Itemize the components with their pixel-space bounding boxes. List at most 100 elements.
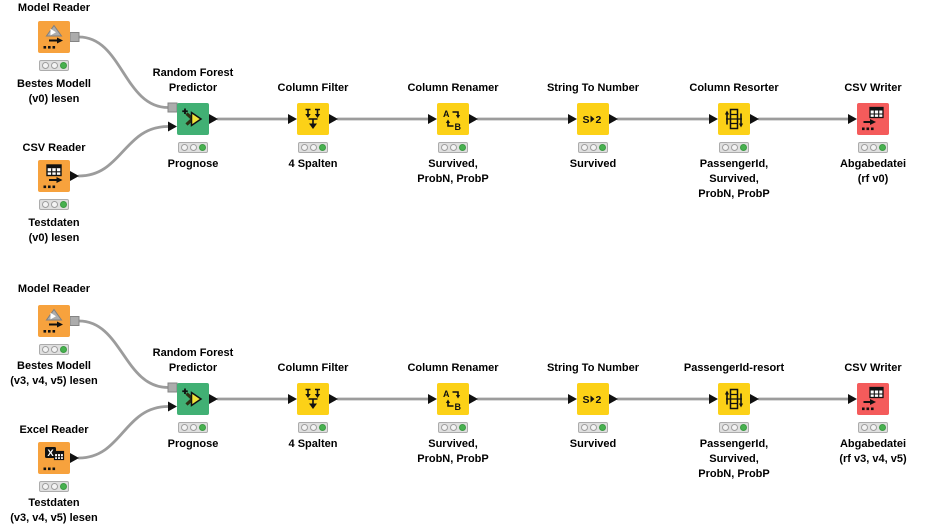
data-input-port[interactable]	[428, 394, 437, 404]
column-renamer-1-label[interactable]: Survived,ProbN, ProbP	[363, 157, 543, 187]
csv-reader-1-name[interactable]: CSV Reader	[0, 141, 144, 156]
node-label-line: Testdaten	[28, 217, 80, 229]
svg-text:2: 2	[596, 114, 602, 126]
status-off-light	[580, 424, 588, 431]
csv-reader-1[interactable]	[38, 160, 70, 192]
csv-reader-1-label[interactable]: Testdaten (v0) lesen	[0, 216, 144, 246]
data-input-port[interactable]	[709, 394, 718, 404]
column-resorter-2-label[interactable]: PassengerId,Survived,ProbN, ProbP	[644, 437, 824, 482]
data-connection[interactable]	[77, 405, 170, 460]
rf-predictor-2[interactable]	[177, 383, 209, 415]
column-resorter-1-label[interactable]: PassengerId,Survived,ProbN, ProbP	[644, 157, 824, 202]
column-filter-1-label[interactable]: 4 Spalten	[223, 157, 403, 172]
model-connection[interactable]	[77, 35, 170, 109]
data-input-port[interactable]	[288, 394, 297, 404]
string-to-number-2-label[interactable]: Survived	[503, 437, 683, 452]
model-reader-icon	[43, 24, 63, 49]
data-input-port[interactable]	[428, 114, 437, 124]
data-input-port[interactable]	[568, 394, 577, 404]
data-output-port[interactable]	[70, 453, 79, 463]
csv-writer-2-name[interactable]: CSV Writer	[783, 361, 926, 376]
data-input-port[interactable]	[848, 394, 857, 404]
column-renamer-2-name[interactable]: Column Renamer	[363, 361, 543, 376]
column-filter-2[interactable]	[297, 383, 329, 415]
data-output-port[interactable]	[209, 394, 218, 404]
string-to-number-2-name[interactable]: String To Number	[503, 361, 683, 376]
data-input-port[interactable]	[168, 121, 177, 132]
csv-writer-1-name[interactable]: CSV Writer	[783, 81, 926, 96]
model-input-port[interactable]	[167, 102, 178, 113]
node-name-line: Excel Reader	[19, 424, 89, 436]
excel-reader-2-name[interactable]: Excel Reader	[0, 423, 144, 438]
data-output-port[interactable]	[469, 394, 478, 404]
data-output-port[interactable]	[750, 394, 759, 404]
model-reader-2[interactable]	[38, 305, 70, 337]
data-output-port[interactable]	[329, 394, 338, 404]
status-off-light	[189, 424, 197, 431]
csv-writer-1[interactable]	[857, 103, 889, 135]
status-green-light	[59, 346, 67, 353]
data-input-port[interactable]	[288, 114, 297, 124]
column-renamer-1-name[interactable]: Column Renamer	[363, 81, 543, 96]
csv-writer-1-label[interactable]: Abgabedatei(rf v0)	[783, 157, 926, 187]
model-output-port[interactable]	[69, 32, 80, 42]
string-to-number-1-label[interactable]: Survived	[503, 157, 683, 172]
status-off-light	[41, 62, 49, 69]
model-connection[interactable]	[77, 319, 170, 389]
model-reader-1-label[interactable]: Bestes Modell(v0) lesen	[0, 77, 144, 107]
data-output-port[interactable]	[329, 114, 338, 124]
svg-text:B: B	[455, 402, 462, 412]
column-filter-1-name[interactable]: Column Filter	[223, 81, 403, 96]
column-filter-2-status-light	[298, 422, 328, 433]
column-resorter-2-name[interactable]: PassengerId-resort	[644, 361, 824, 376]
data-input-port[interactable]	[568, 114, 577, 124]
node-label-line: (v0) lesen	[28, 93, 80, 105]
rf-predictor-2-label[interactable]: Prognose	[103, 437, 283, 452]
column-renamer-2-status-light	[438, 422, 468, 433]
rf-predictor-1-label[interactable]: Prognose	[103, 157, 283, 172]
rf-predictor-2-status-light	[178, 422, 208, 433]
column-resorter-1-name[interactable]: Column Resorter	[644, 81, 824, 96]
column-filter-2-label[interactable]: 4 Spalten	[223, 437, 403, 452]
data-connection[interactable]	[77, 125, 170, 178]
data-output-port[interactable]	[750, 114, 759, 124]
data-output-port[interactable]	[70, 171, 79, 181]
data-input-port[interactable]	[848, 114, 857, 124]
column-filter-2-name[interactable]: Column Filter	[223, 361, 403, 376]
excel-reader-2-label[interactable]: Testdaten(v3, v4, v5) lesen	[0, 496, 144, 526]
column-filter-1-status-light	[298, 142, 328, 153]
node-label-line: (rf v0)	[857, 173, 889, 185]
data-output-port[interactable]	[469, 114, 478, 124]
model-reader-1-name[interactable]: Model Reader	[0, 1, 144, 16]
status-off-light	[309, 424, 317, 431]
data-output-port[interactable]	[209, 114, 218, 124]
string-to-number-1-name[interactable]: String To Number	[503, 81, 683, 96]
column-resorter-2[interactable]	[718, 383, 750, 415]
model-reader-1[interactable]	[38, 21, 70, 53]
node-name-line: PassengerId-resort	[683, 362, 785, 374]
excel-reader-2[interactable]: X	[38, 442, 70, 474]
model-reader-2-name[interactable]: Model Reader	[0, 282, 144, 297]
data-output-port[interactable]	[609, 114, 618, 124]
rf-predictor-1[interactable]	[177, 103, 209, 135]
csv-writer-2-label[interactable]: Abgabedatei(rf v3, v4, v5)	[783, 437, 926, 467]
model-output-port[interactable]	[69, 316, 80, 326]
model-reader-2-label[interactable]: Bestes Modell(v3, v4, v5) lesen	[0, 359, 144, 389]
model-input-port[interactable]	[167, 382, 178, 393]
node-label-line: (v3, v4, v5) lesen	[10, 375, 98, 387]
data-input-port[interactable]	[168, 401, 177, 412]
data-output-port[interactable]	[609, 394, 618, 404]
csv-writer-2[interactable]	[857, 383, 889, 415]
data-input-port[interactable]	[709, 114, 718, 124]
column-renamer-2-label[interactable]: Survived,ProbN, ProbP	[363, 437, 543, 467]
column-resorter-1[interactable]	[718, 103, 750, 135]
node-label-line: (v0) lesen	[28, 232, 80, 244]
column-filter-1[interactable]	[297, 103, 329, 135]
